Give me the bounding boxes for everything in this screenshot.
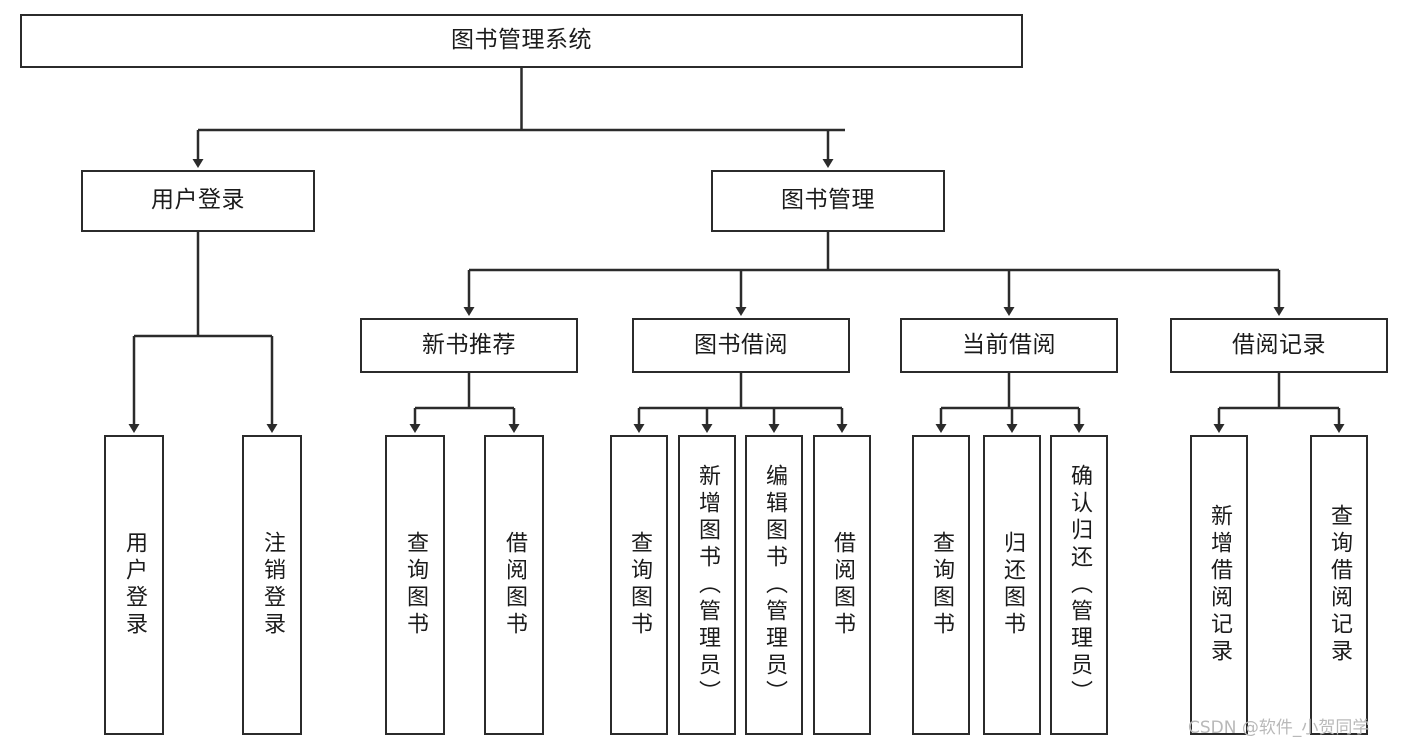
node-leaf-user-login-label: 用户登录 (122, 531, 147, 639)
node-leaf-borrow-book-1[interactable]: 借阅图书 (484, 435, 544, 735)
node-leaf-borrow-book-2-label: 借阅图书 (830, 531, 855, 639)
node-current-borrow-label: 当前借阅 (962, 331, 1056, 358)
node-book-manage-label: 图书管理 (781, 187, 875, 214)
node-leaf-query-book-3[interactable]: 查询图书 (912, 435, 970, 735)
node-leaf-edit-book-label: 编辑图书（管理员） (762, 463, 787, 707)
csdn-watermark: CSDN @软件_小贺同学 (1188, 718, 1370, 738)
node-leaf-query-book-1[interactable]: 查询图书 (385, 435, 445, 735)
node-leaf-user-logout-label: 注销登录 (260, 531, 285, 639)
node-leaf-edit-book[interactable]: 编辑图书（管理员） (745, 435, 803, 735)
node-borrow-record[interactable]: 借阅记录 (1170, 318, 1388, 373)
node-leaf-query-record-label: 查询借阅记录 (1327, 504, 1352, 666)
node-leaf-add-record-label: 新增借阅记录 (1207, 504, 1232, 666)
node-current-borrow[interactable]: 当前借阅 (900, 318, 1118, 373)
node-leaf-query-record[interactable]: 查询借阅记录 (1310, 435, 1368, 735)
node-leaf-user-logout[interactable]: 注销登录 (242, 435, 302, 735)
node-new-book-recommend[interactable]: 新书推荐 (360, 318, 578, 373)
node-leaf-query-book-1-label: 查询图书 (403, 531, 428, 639)
node-user-login-label: 用户登录 (151, 187, 245, 214)
node-book-borrow[interactable]: 图书借阅 (632, 318, 850, 373)
node-new-book-recommend-label: 新书推荐 (422, 331, 516, 358)
node-leaf-confirm-return-label: 确认归还（管理员） (1067, 463, 1092, 707)
node-user-login[interactable]: 用户登录 (81, 170, 315, 232)
node-leaf-query-book-2-label: 查询图书 (627, 531, 652, 639)
node-leaf-add-book[interactable]: 新增图书（管理员） (678, 435, 736, 735)
node-root[interactable]: 图书管理系统 (20, 14, 1023, 68)
node-leaf-return-book[interactable]: 归还图书 (983, 435, 1041, 735)
node-leaf-borrow-book-1-label: 借阅图书 (502, 531, 527, 639)
node-leaf-user-login[interactable]: 用户登录 (104, 435, 164, 735)
node-book-borrow-label: 图书借阅 (694, 331, 788, 358)
node-leaf-query-book-2[interactable]: 查询图书 (610, 435, 668, 735)
node-leaf-return-book-label: 归还图书 (1000, 531, 1025, 639)
node-leaf-add-book-label: 新增图书（管理员） (695, 463, 720, 707)
node-leaf-confirm-return[interactable]: 确认归还（管理员） (1050, 435, 1108, 735)
node-borrow-record-label: 借阅记录 (1232, 331, 1326, 358)
node-leaf-query-book-3-label: 查询图书 (929, 531, 954, 639)
node-root-label: 图书管理系统 (451, 27, 592, 54)
node-leaf-borrow-book-2[interactable]: 借阅图书 (813, 435, 871, 735)
node-leaf-add-record[interactable]: 新增借阅记录 (1190, 435, 1248, 735)
node-book-manage[interactable]: 图书管理 (711, 170, 945, 232)
